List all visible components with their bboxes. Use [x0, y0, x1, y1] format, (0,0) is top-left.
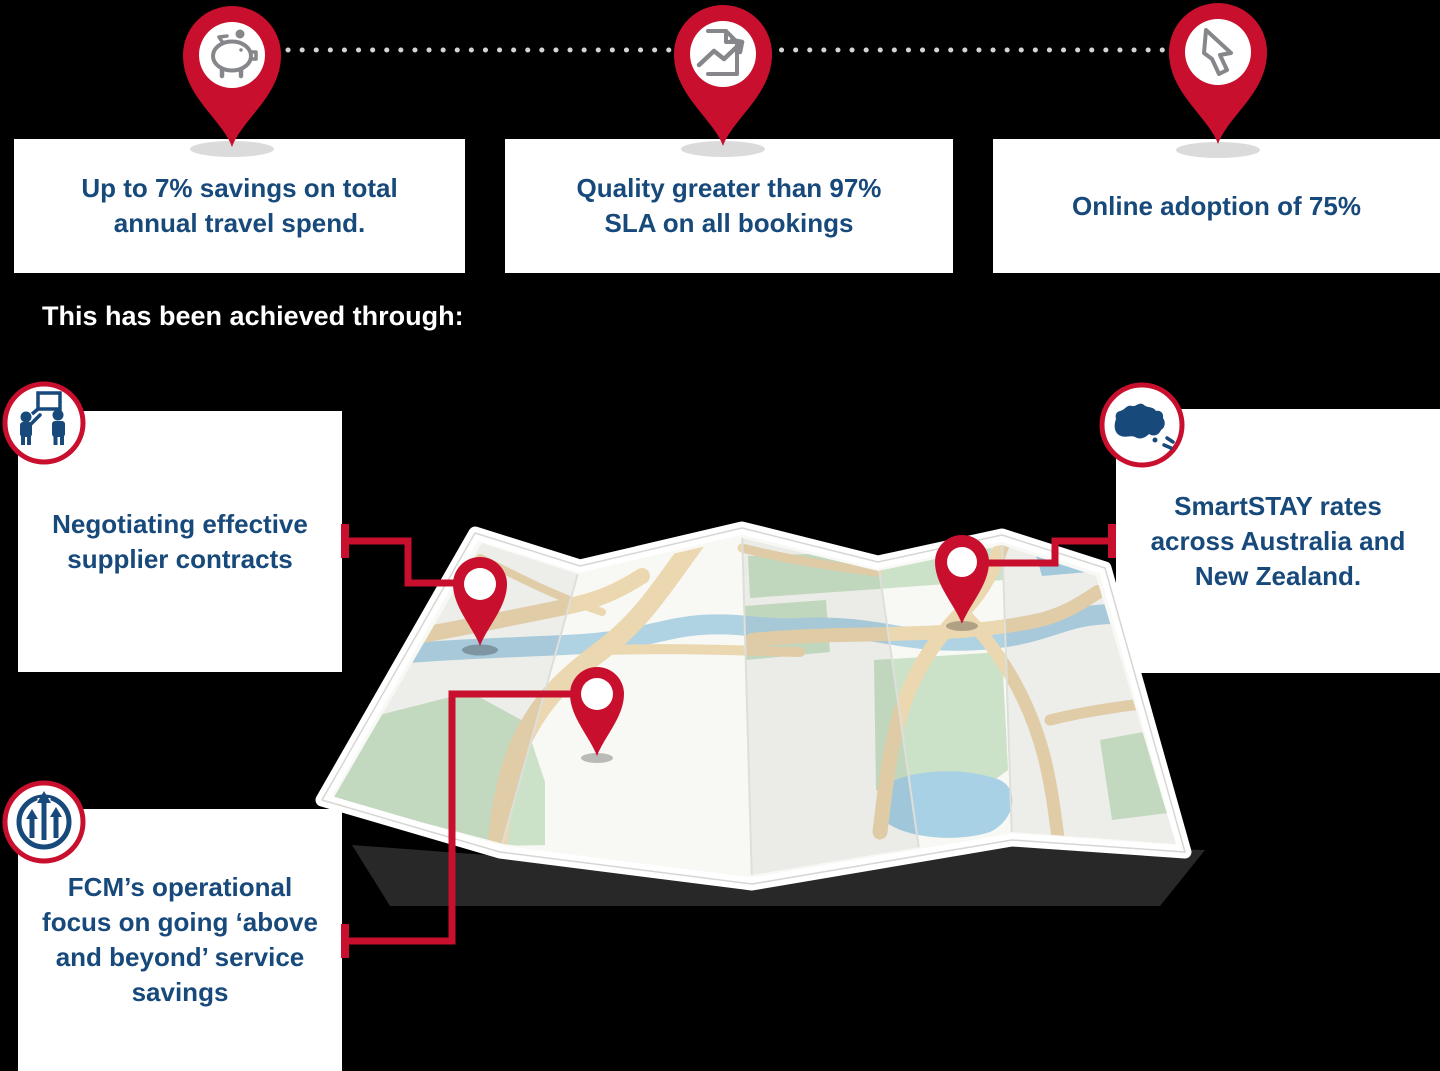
- achievements-heading: This has been achieved through:: [42, 301, 464, 331]
- callout-card-service-savings: FCM’s operational focus on going ‘above …: [18, 809, 342, 1071]
- callout-card-supplier-contracts: Negotiating effective supplier contracts: [18, 411, 342, 672]
- metric-card-online-adoption: Online adoption of 75%: [993, 139, 1440, 273]
- map-paper: [319, 526, 1188, 886]
- map-pins: [453, 535, 989, 763]
- connector-supplier-contracts: [345, 537, 462, 587]
- connector-end-caps: [341, 524, 1116, 958]
- callout-label: FCM’s operational focus on going ‘above …: [42, 872, 318, 1007]
- map-print: [333, 538, 1176, 875]
- connector-smartstay: [988, 537, 1112, 567]
- map-pin-a: [453, 557, 507, 646]
- metric-label: Up to 7% savings on total annual travel …: [81, 173, 398, 238]
- piggy-bank-icon: [211, 29, 258, 79]
- chart-trend-document-icon: [696, 29, 745, 76]
- connector-service-savings: [345, 690, 578, 945]
- metric-pin-quality: [674, 5, 772, 146]
- callout-card-smartstay: SmartSTAY rates across Australia and New…: [1116, 409, 1440, 673]
- callout-connectors: [345, 537, 1112, 945]
- callout-label: Negotiating effective supplier contracts: [52, 508, 308, 574]
- map-pin-b: [570, 667, 624, 756]
- metric-card-savings: Up to 7% savings on total annual travel …: [14, 139, 465, 273]
- metric-card-quality: Quality greater than 97% SLA on all book…: [505, 139, 953, 273]
- callout-label: SmartSTAY rates across Australia and New…: [1150, 490, 1406, 591]
- metric-pin-savings: [183, 6, 281, 147]
- metric-pin-online: [1169, 3, 1267, 144]
- metric-label: Online adoption of 75%: [1072, 190, 1361, 221]
- metric-label: Quality greater than 97% SLA on all book…: [576, 173, 882, 238]
- map-ground-shadow: [352, 844, 1205, 906]
- map-pin-c: [935, 535, 989, 624]
- folded-map-illustration: [315, 521, 1205, 906]
- cursor-icon: [1202, 28, 1233, 76]
